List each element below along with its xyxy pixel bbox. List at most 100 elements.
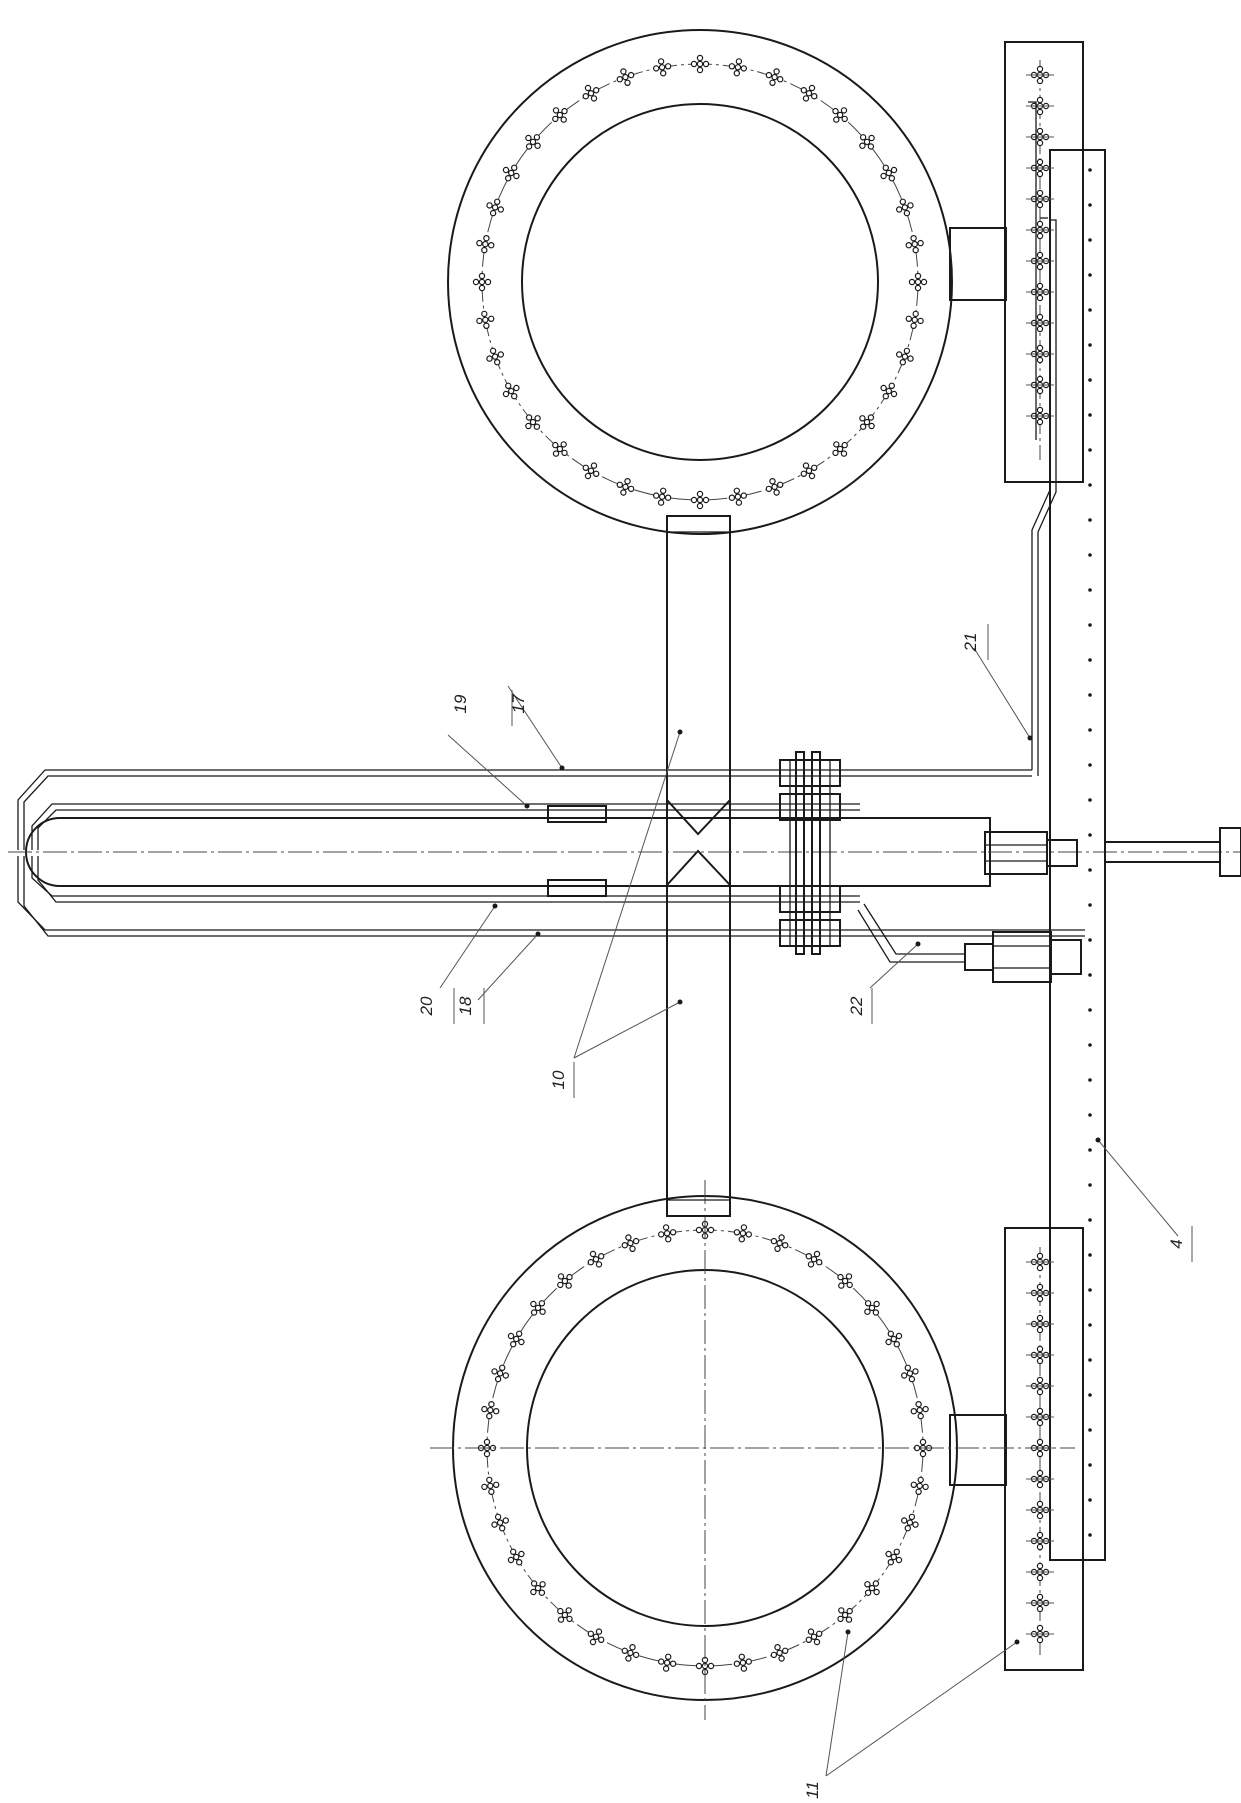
bolt-hole xyxy=(510,1548,517,1556)
base-dot xyxy=(1088,1323,1092,1327)
bolt-hole xyxy=(516,1330,523,1338)
bolt-hole xyxy=(622,483,629,491)
bolt-hole xyxy=(502,390,510,398)
bolt-hole xyxy=(494,198,501,205)
bolt-hole xyxy=(880,384,887,392)
bolt-hole xyxy=(1036,325,1044,333)
central-column xyxy=(666,515,731,1217)
bolt-hole xyxy=(733,1660,741,1667)
bolt-hole xyxy=(1036,1438,1044,1446)
bolt-hole xyxy=(560,116,567,123)
bolt-hole xyxy=(487,1482,494,1490)
callout-10: 10 xyxy=(549,1070,568,1089)
bolt-hole xyxy=(511,164,518,171)
bolt-hole xyxy=(587,1630,595,1638)
bolt-hole xyxy=(739,1659,747,1666)
bolt-hole xyxy=(534,1584,542,1592)
bolt-hole xyxy=(868,1584,876,1592)
bolt-hole xyxy=(497,206,504,213)
upper-ring-bolt-holes xyxy=(472,54,928,510)
bolt-hole xyxy=(707,1662,715,1670)
bolt-hole xyxy=(561,107,568,115)
bolt-hole xyxy=(665,1235,672,1243)
bolt-hole xyxy=(1036,406,1044,414)
bolt-hole xyxy=(888,382,896,389)
bolt-hole xyxy=(910,1481,918,1489)
bolt-hole xyxy=(653,492,660,499)
bolt-hole xyxy=(513,172,520,180)
bolt-hole xyxy=(695,1226,703,1234)
bolt-hole xyxy=(1036,1295,1044,1303)
bolt-hole xyxy=(507,1556,515,1564)
bolt-hole xyxy=(482,240,489,248)
bolt-hole xyxy=(904,1364,912,1372)
bolt-hole xyxy=(627,1239,634,1247)
bolt-hole xyxy=(513,1335,520,1343)
upper-flange-ring xyxy=(447,29,1007,535)
base-dot xyxy=(1088,1078,1092,1082)
bolt-hole xyxy=(802,462,810,469)
bolt-hole xyxy=(616,75,624,83)
base-dot xyxy=(1088,1498,1092,1502)
bolt-hole xyxy=(805,1252,813,1260)
bolt-hole xyxy=(505,382,512,389)
bolt-hole xyxy=(590,462,598,469)
bolt-hole xyxy=(864,1589,872,1596)
bolt-hole xyxy=(778,1655,785,1662)
bolt-hole xyxy=(832,449,839,457)
bolt-hole xyxy=(735,58,743,65)
base-dot xyxy=(1088,518,1092,522)
bolt-hole xyxy=(1036,1636,1044,1644)
bolt-hole xyxy=(863,138,871,146)
bolt-hole xyxy=(890,390,898,398)
bolt-hole xyxy=(587,89,595,97)
bolt-hole xyxy=(530,1300,537,1308)
base-dot xyxy=(1088,798,1092,802)
bolt-hole xyxy=(908,1375,916,1383)
bolt-hole xyxy=(1036,220,1044,228)
bolt-hole xyxy=(745,1658,753,1665)
bolt-hole xyxy=(740,65,748,72)
base-dot xyxy=(1088,1358,1092,1362)
bolt-hole xyxy=(669,1229,677,1236)
base-dot xyxy=(1088,343,1092,347)
bolt-hole xyxy=(896,351,903,358)
bolt-hole xyxy=(525,422,532,430)
bolt-hole xyxy=(1036,344,1044,352)
base-dot xyxy=(1088,903,1092,907)
bolt-hole xyxy=(625,1234,632,1241)
bolt-hole xyxy=(1036,294,1044,302)
bolt-hole xyxy=(771,73,778,81)
bolt-hole xyxy=(533,134,541,141)
bolt-hole xyxy=(728,494,736,501)
bolt-hole xyxy=(739,1230,747,1237)
bolt-hole xyxy=(476,317,483,325)
base-dot xyxy=(1088,553,1092,557)
bolt-hole xyxy=(734,493,742,500)
bolt-hole xyxy=(912,310,919,318)
bolt-hole xyxy=(584,472,592,480)
bolt-hole xyxy=(905,241,913,249)
bolt-hole xyxy=(510,1340,517,1348)
bolt-hole xyxy=(740,492,748,499)
bolt-hole xyxy=(489,209,497,217)
bolt-hole xyxy=(885,1550,892,1558)
bolt-hole xyxy=(534,415,541,422)
bolt-hole xyxy=(912,246,919,254)
bolt-hole xyxy=(696,490,704,498)
bolt-hole xyxy=(867,143,875,150)
bolt-hole xyxy=(690,60,698,68)
base-dot xyxy=(1088,1463,1092,1467)
bolt-hole xyxy=(589,1638,597,1646)
base-dot xyxy=(1088,1428,1092,1432)
callout-4: 4 xyxy=(1167,1239,1186,1248)
bolt-hole xyxy=(658,493,666,500)
base-dot xyxy=(1088,1043,1092,1047)
bolt-hole xyxy=(919,1450,927,1458)
bolt-hole xyxy=(660,487,667,494)
bolt-hole xyxy=(908,1513,916,1521)
bolt-hole xyxy=(629,1643,636,1651)
bolt-hole xyxy=(620,68,627,75)
bolt-hole xyxy=(769,478,776,485)
bolt-hole xyxy=(707,1226,715,1234)
